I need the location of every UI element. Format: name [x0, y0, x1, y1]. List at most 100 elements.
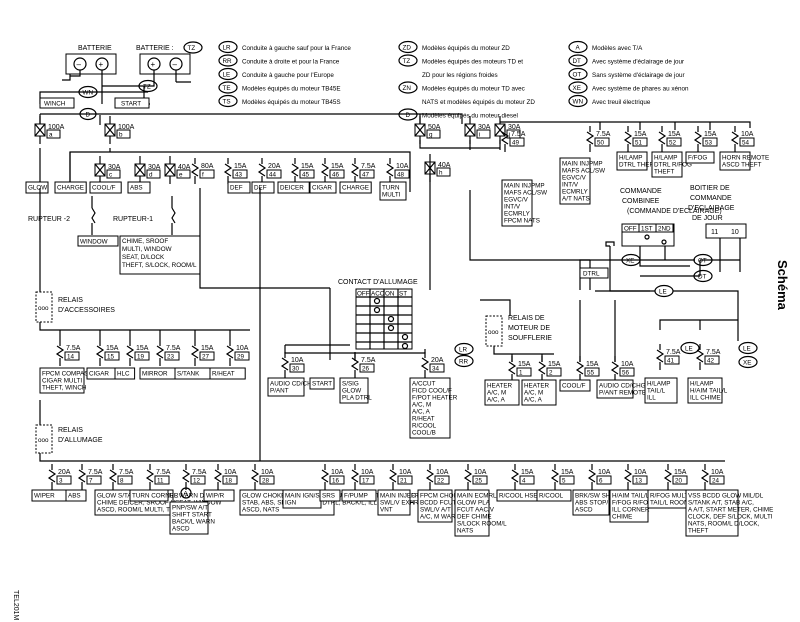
- load-label: ILL CORNER: [612, 507, 650, 514]
- fuse-amp: 7.5A: [596, 131, 611, 138]
- fuse-id: 4: [522, 478, 526, 485]
- load-label: A/C, M: [412, 402, 431, 409]
- fuse-amp: 7.5A: [192, 469, 207, 476]
- fuse-id: 28: [262, 478, 270, 485]
- load-label: ABS: [68, 493, 81, 500]
- fuse-8: 7.5A8: [108, 464, 134, 490]
- load-label: AUDIO CD/CHG: [599, 383, 646, 390]
- fuse-id: b: [119, 132, 123, 139]
- load-acc-5: R/HEAT: [209, 367, 246, 380]
- fuse-amp: 10A: [711, 469, 724, 476]
- legend-code: D: [406, 112, 411, 119]
- legend-code: DT: [573, 58, 582, 65]
- svg-text:RELAIS: RELAIS: [58, 427, 83, 434]
- fuse-id: 48: [397, 172, 405, 179]
- fuse-amp: 7.5A: [156, 469, 171, 476]
- fuse-id: 25: [475, 478, 483, 485]
- legend-text: Avec système de phares au xénon: [592, 86, 689, 93]
- fuse-id: 1: [519, 370, 523, 377]
- fuse-id: e: [179, 172, 183, 179]
- svg-text:D'ACCESSOIRES: D'ACCESSOIRES: [58, 307, 115, 314]
- svg-text:ooo: ooo: [38, 437, 49, 444]
- load-label: MAIN INJECT: [380, 493, 420, 500]
- load-label: COOL/F: [562, 383, 586, 390]
- top-fuse-row: 30Ac30Ad40Ae80Af15A4320A4415A4515A467.5A…: [94, 156, 410, 184]
- fuse-amp: 15A: [634, 131, 647, 138]
- svg-text:A: A: [184, 491, 189, 498]
- load-label: A A/T, START METER, CHIME: [688, 507, 773, 514]
- load-label: DTRL THEFT: [619, 162, 657, 169]
- fuse-amp: 7.5A: [361, 357, 376, 364]
- fuse-amp: 15A: [674, 469, 687, 476]
- load-label: A/C, A: [412, 409, 431, 416]
- fuse-amp: 40A: [178, 164, 191, 171]
- fuse-amp: 100A: [48, 124, 65, 131]
- battery-secondary: BATTERIE : TZ + –: [136, 41, 203, 75]
- load-top-8: CHARGE: [339, 181, 372, 194]
- drl-pin-11: 11: [711, 229, 718, 236]
- fuse-amp: 7.5A: [166, 345, 181, 352]
- load-label: HORN REMOTE: [722, 155, 769, 162]
- load-label: SWL/V A/T: [420, 507, 451, 514]
- load-label: VSS BCDD GLOW MIL/DL: [688, 493, 764, 500]
- fuse-id: 27: [202, 354, 210, 361]
- load-label: H/LAMP: [690, 381, 713, 388]
- svg-text:TZ: TZ: [143, 84, 151, 91]
- fuse-id: 53: [705, 140, 713, 147]
- load-label: H/LAMP: [619, 155, 642, 162]
- svg-text:D'ALLUMAGE: D'ALLUMAGE: [58, 437, 103, 444]
- fuse-id: f: [202, 172, 204, 179]
- load-label: HEATER: [524, 383, 550, 390]
- load-label: CHIME DEICER, SROOF HSEAT, WINDOW: [97, 500, 221, 507]
- window-load: WINDOW: [80, 239, 108, 246]
- legend-text: Conduite à gauche pour l'Europe: [242, 72, 334, 79]
- load-bottom-18: VSS BCDD GLOW MIL/DLS/TANK A/T, STAB A/C…: [685, 489, 773, 537]
- fuse-id: 49: [512, 140, 520, 147]
- load-label: ECMRLY: [562, 189, 589, 196]
- fuse-id: 2: [549, 370, 553, 377]
- load-bottom-3: TURN CORNER: [129, 489, 179, 502]
- fuse-amp: 7.5A: [706, 349, 721, 356]
- side-title: Schéma: [775, 260, 790, 311]
- legend-text: Avec treuil électrique: [592, 99, 651, 106]
- bottom-fuse-row: 20A37.5A77.5A87.5A117.5A1210A1810A2810A1…: [47, 464, 725, 490]
- load-label: DEF: [230, 185, 243, 192]
- load-label: S/TANK: [177, 371, 200, 378]
- load-label: FPCM COMPAS: [42, 371, 88, 378]
- fuse-amp: 20A: [58, 469, 71, 476]
- fuse-id: 41: [667, 358, 675, 365]
- load-label: CHARGE: [342, 185, 369, 192]
- load-label: NATS, ROOM/L D/LOCK,: [688, 521, 760, 528]
- fuse-id: 54: [742, 140, 750, 147]
- load-label: INT/V: [562, 182, 579, 189]
- fuse-amp: 30A: [148, 164, 161, 171]
- svg-text:(COMMANDE D'ECLAIRAGE): (COMMANDE D'ECLAIRAGE): [627, 208, 722, 215]
- fuse-amp: 40A: [438, 162, 451, 169]
- load-label: R/FOG MULTI: [650, 493, 690, 500]
- battery-2-tag: TZ: [188, 45, 196, 52]
- fuse-id: j: [508, 132, 510, 139]
- fuse-amp: 10A: [261, 469, 274, 476]
- load-label: ECMRLY: [504, 211, 531, 218]
- svg-text:WN: WN: [83, 90, 94, 97]
- load-label: ABS: [130, 185, 143, 192]
- fuse-amp: 7.5A: [361, 163, 376, 170]
- svg-text:ooo: ooo: [488, 329, 499, 336]
- fuse-id: 20: [675, 478, 683, 485]
- legend-code: LR: [223, 45, 232, 52]
- load-label: TURN: [382, 185, 400, 192]
